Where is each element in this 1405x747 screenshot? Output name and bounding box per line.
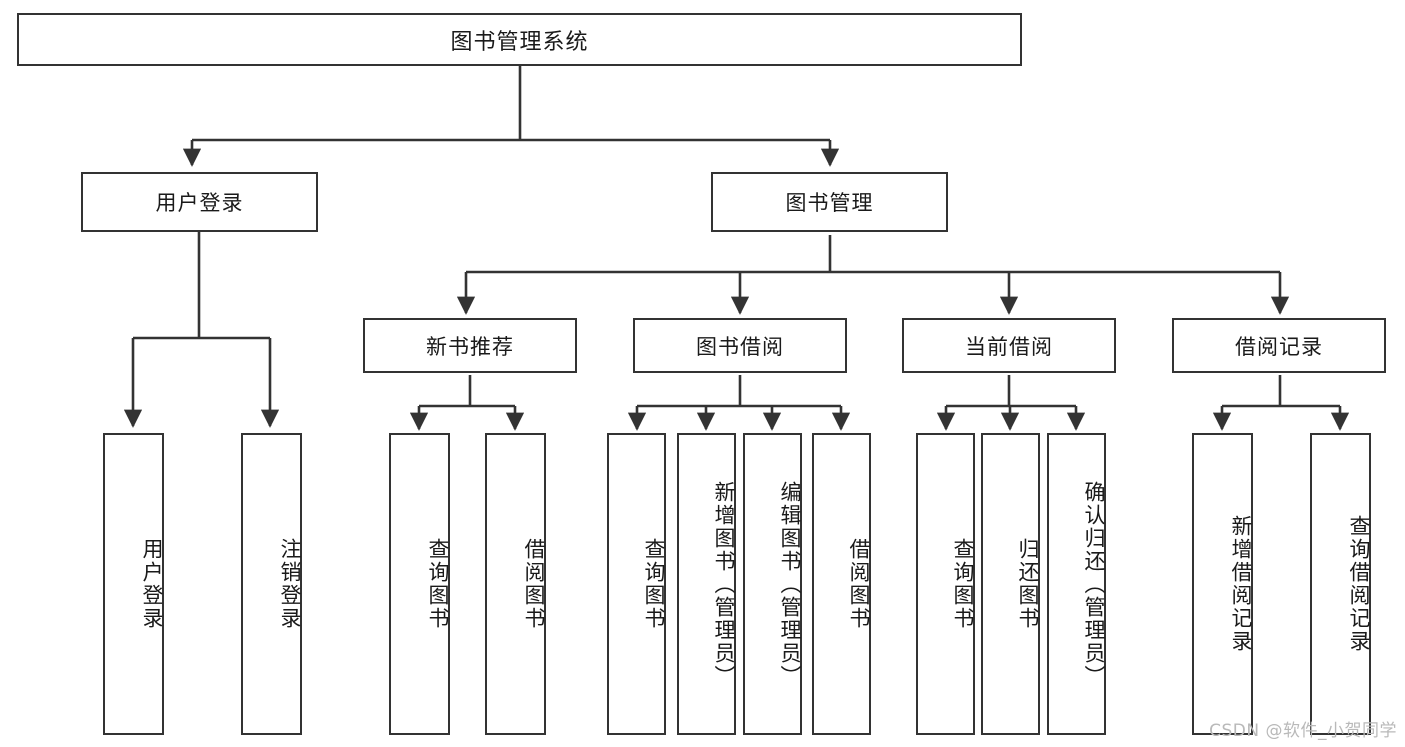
leaf-add-book-admin[interactable]: 新增图书（管理员） [677, 433, 736, 735]
node-label: 查询图书 [642, 538, 666, 630]
node-label: 当前借阅 [965, 334, 1053, 359]
node-label: 新增图书（管理员） [712, 480, 736, 688]
leaf-query-borrow-record[interactable]: 查询借阅记录 [1310, 433, 1371, 735]
node-book-management[interactable]: 图书管理 [711, 172, 948, 232]
leaf-query-book-recommend[interactable]: 查询图书 [389, 433, 450, 735]
leaf-add-borrow-record[interactable]: 新增借阅记录 [1192, 433, 1253, 735]
leaf-edit-book-admin[interactable]: 编辑图书（管理员） [743, 433, 802, 735]
node-label: 新书推荐 [426, 334, 514, 359]
node-label: 注销登录 [278, 538, 302, 630]
leaf-logout[interactable]: 注销登录 [241, 433, 302, 735]
leaf-borrow-book-recommend[interactable]: 借阅图书 [485, 433, 546, 735]
node-label: 编辑图书（管理员） [778, 480, 802, 688]
node-label: 查询图书 [426, 538, 450, 630]
node-label: 用户登录 [155, 191, 244, 215]
node-label: 图书借阅 [696, 334, 784, 359]
leaf-user-login[interactable]: 用户登录 [103, 433, 164, 735]
watermark: CSDN @软件_小贺同学 [1209, 721, 1397, 741]
node-label: 借阅图书 [847, 538, 871, 630]
node-label: 查询借阅记录 [1347, 515, 1371, 653]
node-label: 借阅图书 [522, 538, 546, 630]
node-new-book-recommend[interactable]: 新书推荐 [363, 318, 577, 373]
node-label: 图书管理系统 [450, 29, 589, 55]
node-borrow-record[interactable]: 借阅记录 [1172, 318, 1386, 373]
node-book-borrow[interactable]: 图书借阅 [633, 318, 847, 373]
node-label: 用户登录 [140, 538, 164, 630]
node-label: 查询图书 [951, 538, 975, 630]
leaf-confirm-return-admin[interactable]: 确认归还（管理员） [1047, 433, 1106, 735]
node-label: 图书管理 [785, 191, 874, 215]
node-root-system[interactable]: 图书管理系统 [17, 13, 1022, 66]
leaf-query-book-current[interactable]: 查询图书 [916, 433, 975, 735]
leaf-borrow-book[interactable]: 借阅图书 [812, 433, 871, 735]
leaf-return-book[interactable]: 归还图书 [981, 433, 1040, 735]
node-current-borrow[interactable]: 当前借阅 [902, 318, 1116, 373]
node-label: 借阅记录 [1235, 334, 1323, 359]
node-label: 归还图书 [1016, 538, 1040, 630]
node-label: 确认归还（管理员） [1082, 480, 1106, 688]
node-label: 新增借阅记录 [1229, 515, 1253, 653]
node-user-login[interactable]: 用户登录 [81, 172, 318, 232]
leaf-query-book-borrow[interactable]: 查询图书 [607, 433, 666, 735]
